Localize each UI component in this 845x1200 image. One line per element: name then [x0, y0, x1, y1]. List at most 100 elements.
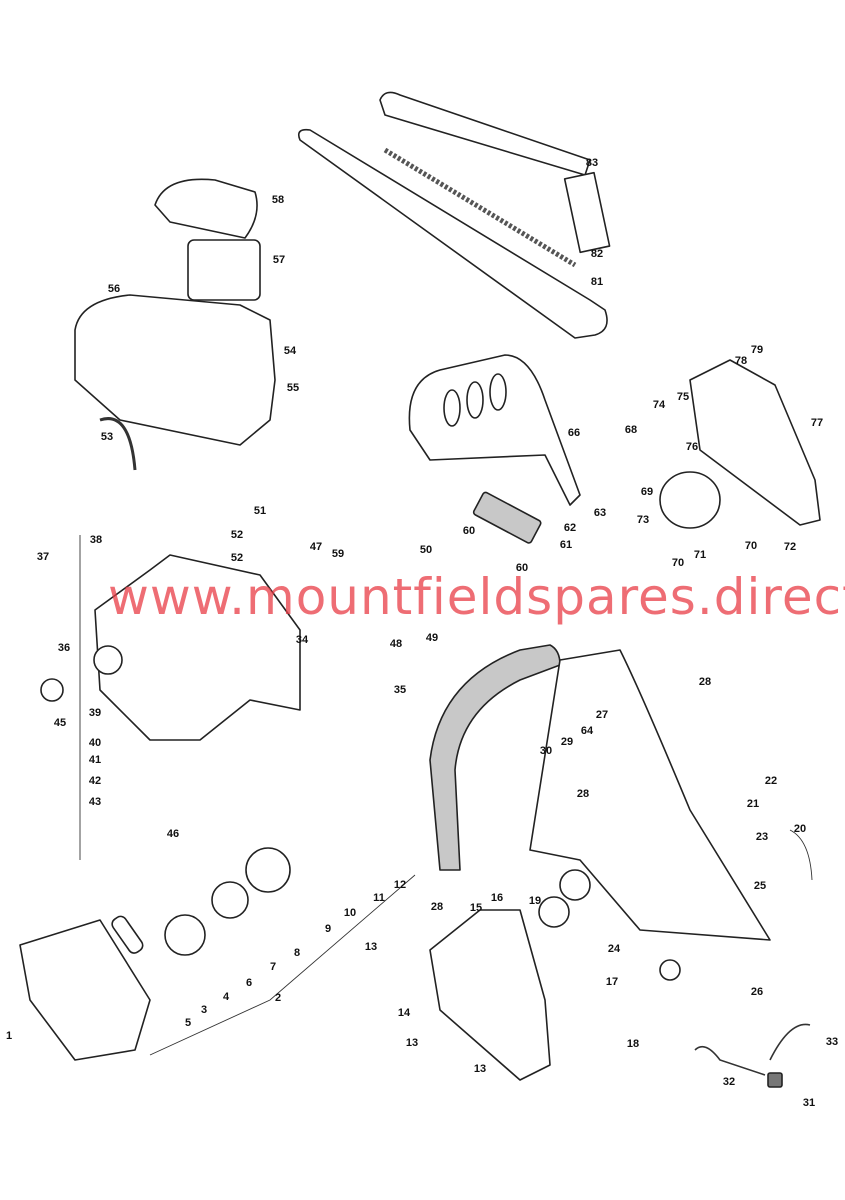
callout-41: 41 — [88, 754, 102, 766]
callout-58: 58 — [271, 194, 285, 206]
callout-59: 59 — [331, 548, 345, 560]
callout-26: 26 — [750, 986, 764, 998]
callout-8: 8 — [293, 947, 301, 959]
callout-49: 49 — [425, 632, 439, 644]
callout-19: 19 — [528, 895, 542, 907]
callout-2: 2 — [274, 992, 282, 1004]
callout-64: 64 — [580, 725, 594, 737]
oil-tank-cap — [559, 869, 591, 901]
callout-35: 35 — [393, 684, 407, 696]
callout-36: 36 — [57, 642, 71, 654]
callout-75: 75 — [676, 391, 690, 403]
filter-cover — [154, 178, 258, 239]
callout-79: 79 — [750, 344, 764, 356]
callout-68: 68 — [624, 424, 638, 436]
callout-42: 42 — [88, 775, 102, 787]
bracket-2 — [149, 874, 416, 1056]
callout-69: 69 — [640, 486, 654, 498]
callout-11: 11 — [373, 892, 385, 904]
callout-83: 83 — [585, 157, 599, 169]
sprocket-cover — [689, 359, 821, 526]
callout-81: 81 — [590, 276, 604, 288]
callout-24: 24 — [607, 943, 621, 955]
callout-82: 82 — [590, 248, 604, 260]
saw-chain — [383, 147, 577, 268]
oil-cap — [40, 678, 64, 702]
rear-handle-cover — [429, 909, 551, 1081]
callout-50: 50 — [419, 544, 433, 556]
callout-56: 56 — [107, 283, 121, 295]
callout-54: 54 — [283, 345, 297, 357]
callout-39: 39 — [88, 707, 102, 719]
callout-60: 60 — [462, 525, 476, 537]
callout-12: 12 — [393, 879, 407, 891]
callout-20: 20 — [793, 823, 807, 835]
callout-72: 72 — [783, 541, 797, 553]
crankcase-boss — [93, 645, 123, 675]
guard-slot — [489, 373, 507, 411]
ignition-wire — [694, 1045, 766, 1076]
callout-5: 5 — [184, 1017, 192, 1029]
callout-28: 28 — [576, 788, 590, 800]
fuel-cap — [538, 896, 570, 928]
callout-32: 32 — [722, 1076, 736, 1088]
callout-38: 38 — [89, 534, 103, 546]
callout-9: 9 — [324, 923, 332, 935]
callout-7: 7 — [269, 961, 277, 973]
callout-4: 4 — [222, 991, 230, 1003]
callout-78: 78 — [734, 355, 748, 367]
starter-housing — [19, 919, 151, 1061]
callout-52: 52 — [230, 529, 244, 541]
brake-band — [659, 471, 721, 529]
callout-18: 18 — [626, 1038, 640, 1050]
callout-25: 25 — [753, 880, 767, 892]
callout-53: 53 — [100, 431, 114, 443]
callout-77: 77 — [810, 417, 824, 429]
callout-71: 71 — [693, 549, 707, 561]
fan-wheel — [245, 847, 291, 893]
callout-1: 1 — [5, 1030, 13, 1042]
handle-frame — [529, 649, 771, 941]
callout-28: 28 — [430, 901, 444, 913]
callout-40: 40 — [88, 737, 102, 749]
callout-16: 16 — [490, 892, 504, 904]
callout-22: 22 — [764, 775, 778, 787]
ground-wire — [769, 1023, 811, 1061]
callout-60: 60 — [515, 562, 529, 574]
washer — [211, 881, 249, 919]
callout-63: 63 — [593, 507, 607, 519]
hose — [99, 417, 137, 471]
callout-74: 74 — [652, 399, 666, 411]
callout-10: 10 — [343, 907, 357, 919]
callout-13: 13 — [364, 941, 378, 953]
callout-34: 34 — [295, 634, 309, 646]
callout-30: 30 — [539, 745, 553, 757]
callout-45: 45 — [53, 717, 67, 729]
starter-grip — [111, 915, 144, 954]
callout-13: 13 — [473, 1063, 487, 1075]
guard-slot — [443, 389, 461, 427]
callout-28: 28 — [698, 676, 712, 688]
switch — [767, 1072, 783, 1088]
callout-27: 27 — [595, 709, 609, 721]
callout-23: 23 — [755, 831, 769, 843]
callout-70: 70 — [744, 540, 758, 552]
air-filter — [187, 239, 261, 301]
callout-62: 62 — [563, 522, 577, 534]
crankcase — [94, 554, 301, 741]
callout-3: 3 — [200, 1004, 208, 1016]
callout-37: 37 — [36, 551, 50, 563]
watermark: www.mountfieldspares.direct — [108, 568, 845, 626]
callout-21: 21 — [746, 798, 760, 810]
callout-57: 57 — [272, 254, 286, 266]
callout-73: 73 — [636, 514, 650, 526]
bar-cover — [379, 91, 591, 176]
starter-pulley — [164, 914, 206, 956]
callout-29: 29 — [560, 736, 574, 748]
callout-61: 61 — [559, 539, 573, 551]
callout-66: 66 — [567, 427, 581, 439]
top-cover — [74, 294, 276, 446]
callout-17: 17 — [605, 976, 619, 988]
